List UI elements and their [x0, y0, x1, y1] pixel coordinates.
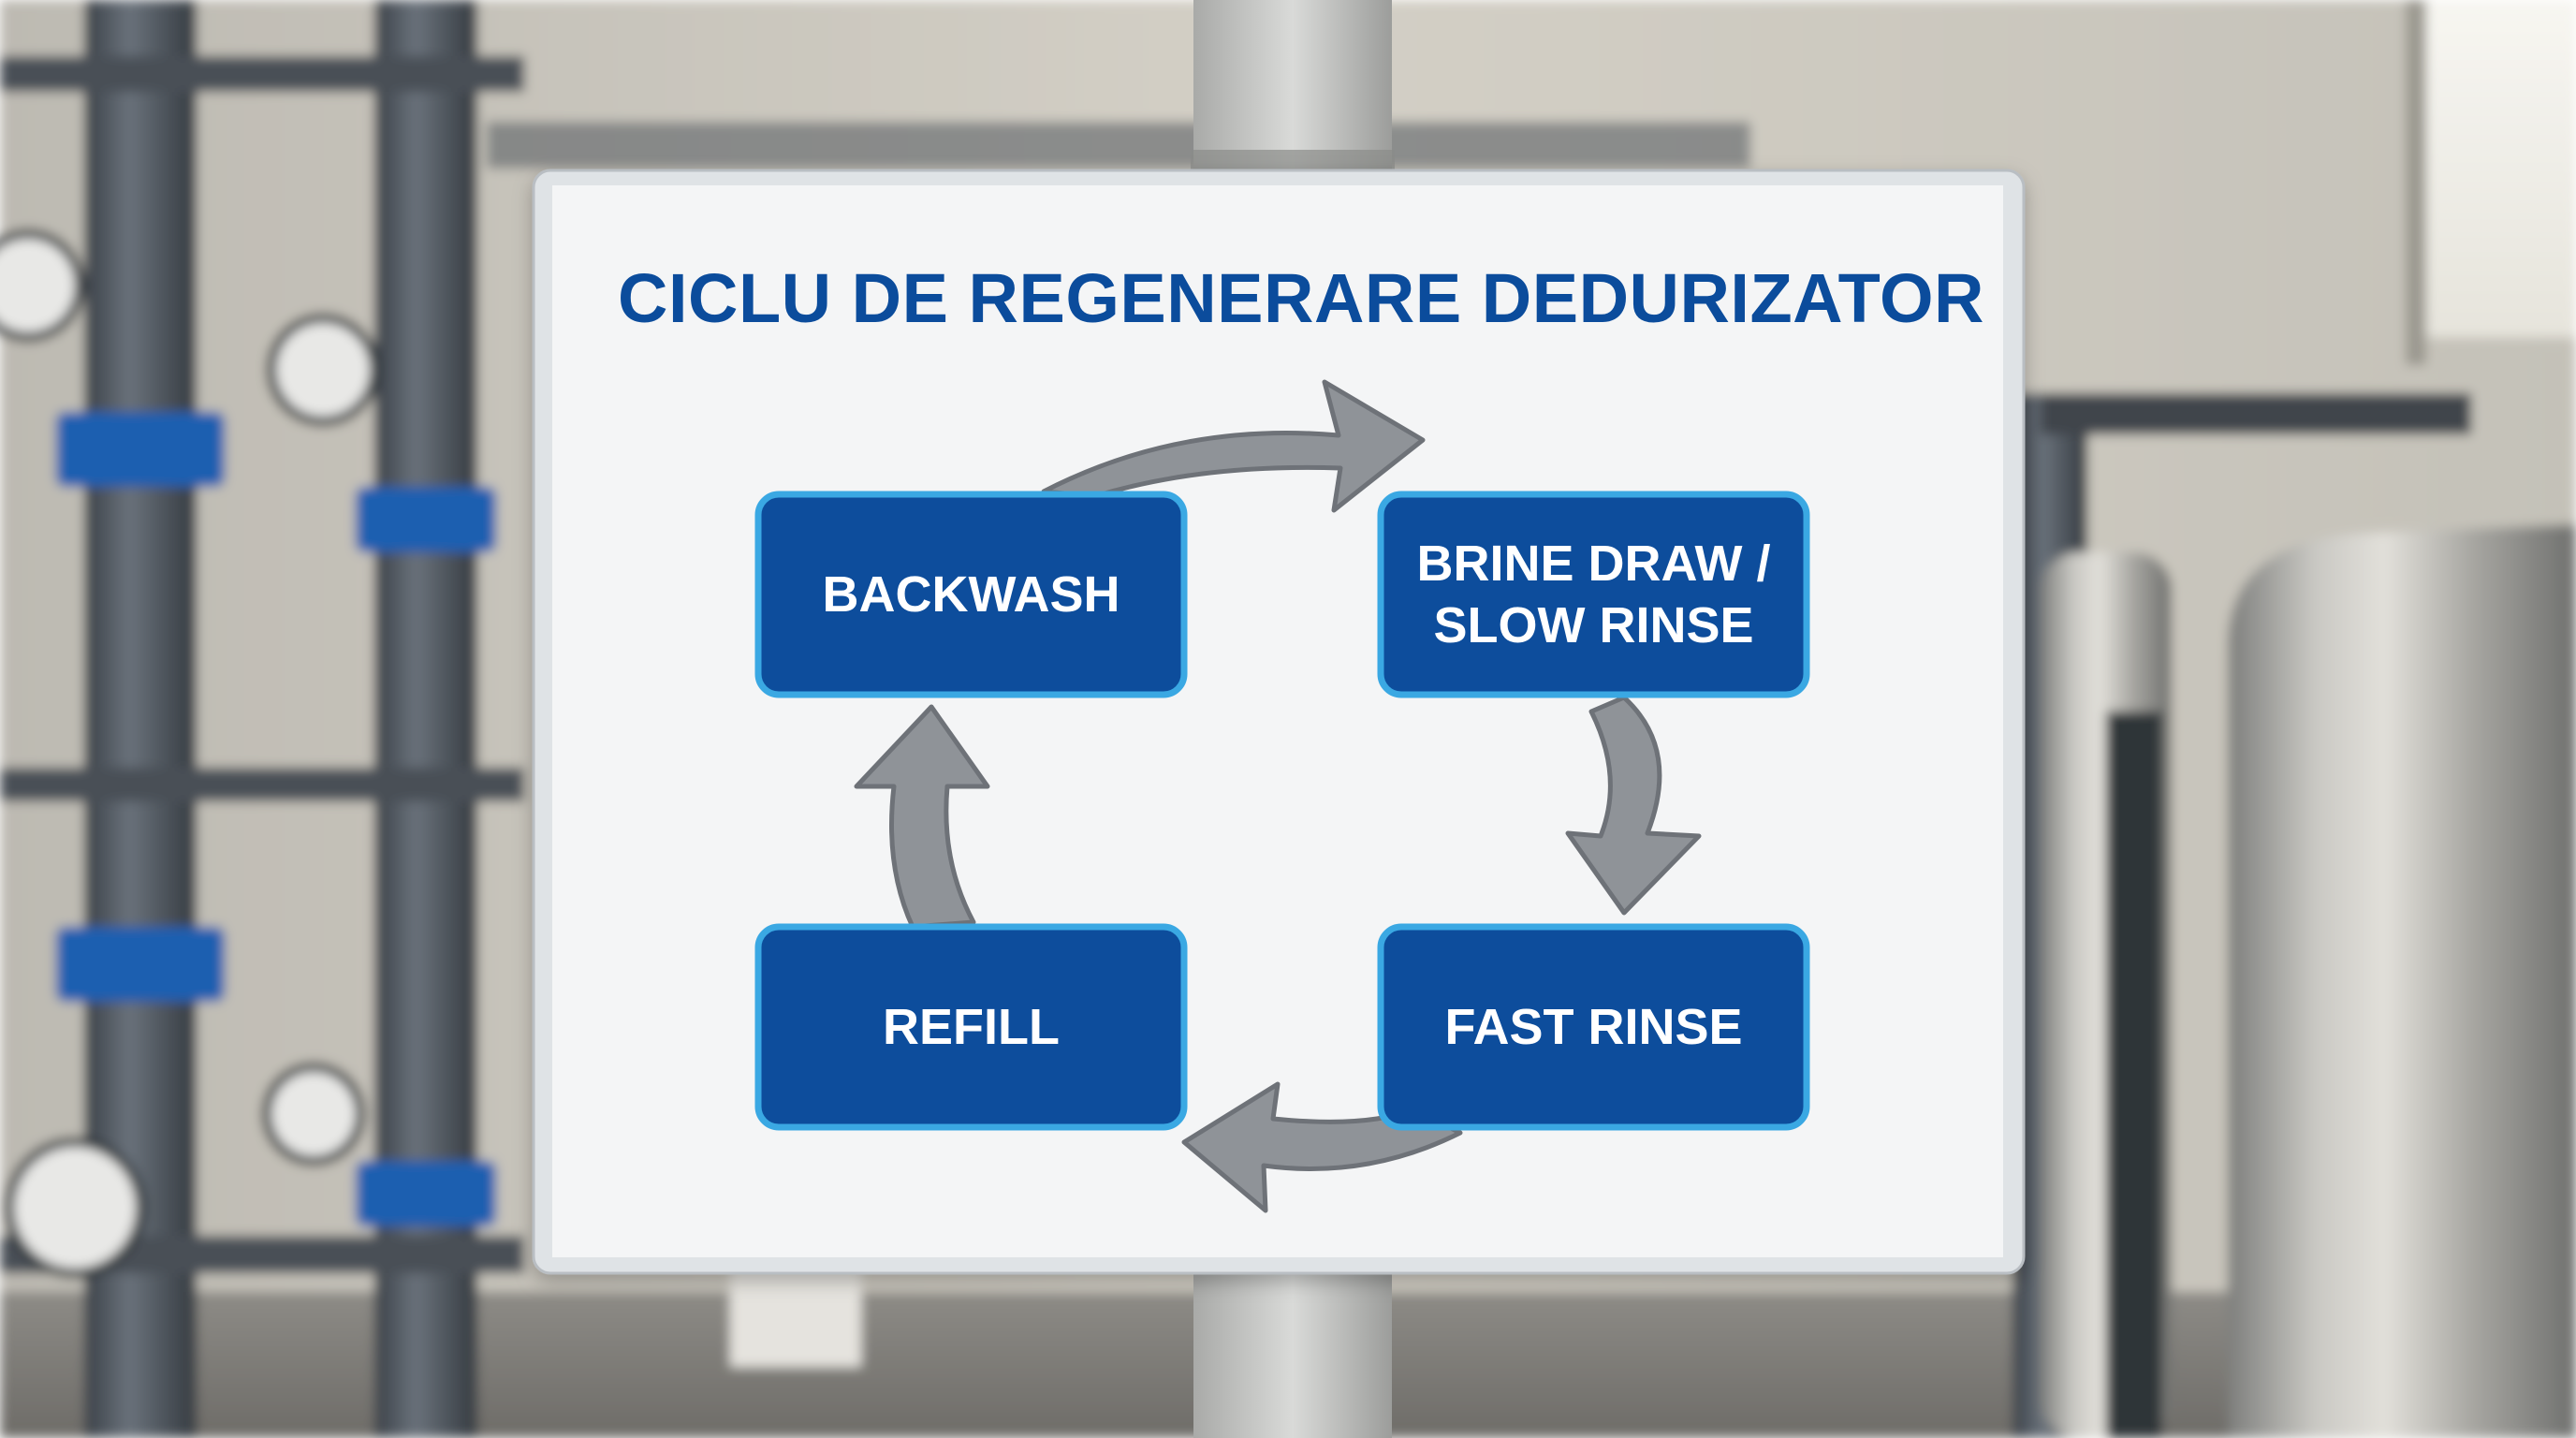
arrow-brine-draw-to-fast-rinse	[1565, 695, 1702, 916]
sign-title: CICLU DE REGENERARE DEDURIZATOR	[618, 258, 1984, 337]
step-box-brine-draw	[1377, 491, 1810, 698]
step-box-refill	[754, 923, 1188, 1131]
step-box-backwash	[754, 491, 1188, 698]
step-label-backwash: BACKWASH	[822, 566, 1120, 623]
arrow-refill-to-backwash	[854, 704, 990, 930]
step-label-brine-draw: BRINE DRAW / SLOW RINSE	[1416, 536, 1771, 653]
step-label-fast-rinse: FAST RINSE	[1444, 999, 1743, 1055]
arrow-fast-rinse-to-refill	[1181, 1081, 1463, 1213]
arrow-backwash-to-brine-draw	[1041, 379, 1426, 513]
step-box-fast-rinse	[1377, 923, 1810, 1131]
cycle-arrows	[854, 379, 1702, 1213]
step-label-refill: REFILL	[883, 999, 1060, 1055]
step-boxes	[754, 491, 1810, 1131]
